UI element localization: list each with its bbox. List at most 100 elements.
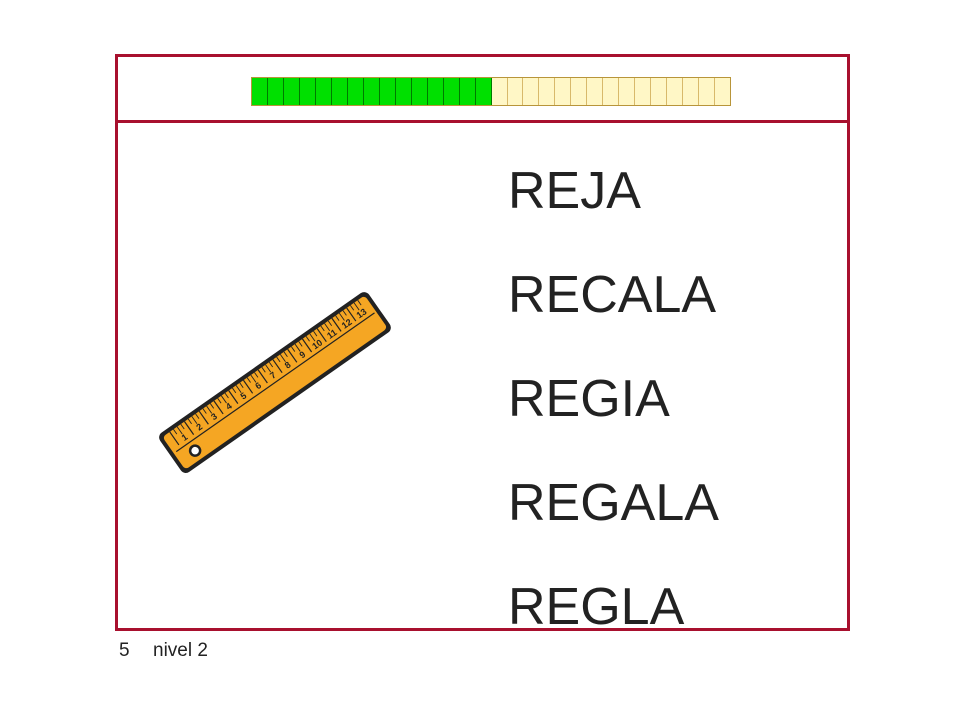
ruler-minor-tick: [206, 405, 213, 414]
progress-cell: [379, 78, 396, 105]
progress-cell: [459, 78, 476, 105]
ruler-tick: [257, 369, 268, 384]
progress-cell: [667, 78, 684, 105]
progress-cell: [555, 78, 572, 105]
ruler-minor-tick: [320, 325, 325, 332]
progress-cell: [507, 78, 524, 105]
progress-cell: [363, 78, 380, 105]
ruler-minor-tick: [335, 315, 340, 321]
progress-cell: [587, 78, 604, 105]
ruler-minor-tick: [305, 336, 310, 342]
ruler-minor-tick: [349, 305, 355, 311]
ruler-minor-tick: [338, 312, 345, 321]
progress-cell: [635, 78, 652, 105]
ruler-number: 9: [298, 349, 308, 360]
ruler-tick: [346, 307, 357, 322]
ruler-minor-tick: [279, 354, 286, 363]
ruler-number: 6: [253, 380, 263, 391]
ruler-minor-tick: [195, 413, 200, 419]
progress-cell: [347, 78, 364, 105]
progress-cell: [331, 78, 348, 105]
ruler-number: 11: [325, 327, 339, 341]
ruler-tick: [316, 328, 327, 343]
progress-cell: [699, 78, 716, 105]
page-number: 5: [119, 640, 130, 661]
ruler-minor-tick: [180, 423, 185, 430]
word-options: REJA RECALA REGIA REGALA REGLA: [508, 139, 828, 659]
ruler-number: 12: [340, 317, 354, 331]
option-5[interactable]: REGLA: [508, 578, 685, 636]
progress-cell: [475, 78, 492, 105]
ruler-minor-tick: [250, 374, 257, 383]
ruler-number: 8: [283, 360, 293, 371]
progress-cell: [443, 78, 460, 105]
progress-cell: [283, 78, 300, 105]
header-divider: [118, 120, 847, 123]
ruler-tick: [272, 359, 283, 374]
ruler-minor-tick: [261, 367, 266, 373]
progress-cell: [427, 78, 444, 105]
progress-bar: [251, 77, 731, 106]
progress-cell: [715, 78, 731, 105]
ruler-minor-tick: [298, 341, 303, 347]
ruler-tick: [287, 348, 298, 363]
ruler-minor-tick: [220, 395, 227, 404]
ruler-minor-tick: [224, 392, 229, 399]
ruler-minor-tick: [173, 428, 178, 435]
ruler-tick: [301, 338, 313, 353]
progress-cell: [683, 78, 700, 105]
ruler-tick: [242, 379, 254, 394]
ruler-number: 7: [268, 370, 278, 381]
option-1[interactable]: REJA: [508, 162, 641, 220]
progress-cell: [299, 78, 316, 105]
option-2[interactable]: RECALA: [508, 266, 717, 324]
ruler-tick: [198, 410, 209, 425]
ruler-minor-tick: [353, 302, 360, 311]
ruler-tick: [213, 400, 224, 415]
ruler-minor-tick: [327, 320, 333, 327]
ruler-minor-tick: [294, 343, 301, 352]
ruler-minor-tick: [235, 385, 242, 393]
progress-cell: [491, 78, 508, 105]
ruler-number: 13: [355, 306, 369, 320]
progress-cell: [619, 78, 636, 105]
ruler-minor-tick: [239, 382, 244, 388]
ruler-number: 3: [209, 411, 219, 422]
option-3[interactable]: REGIA: [508, 370, 670, 428]
progress-cell: [395, 78, 412, 105]
level-label: nivel 2: [153, 640, 208, 661]
progress-cell: [411, 78, 428, 105]
ruler-minor-tick: [313, 330, 318, 337]
ruler-minor-tick: [283, 351, 288, 357]
progress-cell: [523, 78, 540, 105]
ruler-minor-tick: [202, 408, 207, 414]
progress-cell: [267, 78, 284, 105]
progress-cell: [603, 78, 620, 105]
ruler-number: 5: [239, 390, 249, 401]
ruler-number: 10: [310, 337, 324, 351]
ruler-minor-tick: [217, 398, 222, 404]
ruler-number: 4: [224, 401, 234, 412]
ruler-tick: [331, 317, 342, 332]
ruler-minor-tick: [246, 377, 251, 383]
ruler-minor-tick: [268, 361, 274, 368]
ruler-minor-tick: [209, 403, 215, 409]
ruler-tick: [183, 421, 195, 435]
ruler-minor-tick: [357, 299, 362, 306]
ruler-tick: [228, 390, 239, 404]
progress-cell: [539, 78, 556, 105]
ruler-number: 1: [180, 432, 190, 443]
ruler-minor-tick: [309, 333, 316, 342]
ruler-minor-tick: [191, 416, 198, 424]
ruler-minor-tick: [176, 426, 183, 435]
ruler-minor-tick: [290, 346, 296, 352]
progress-cell: [571, 78, 588, 105]
option-4[interactable]: REGALA: [508, 474, 719, 532]
ruler-minor-tick: [187, 418, 192, 425]
progress-cell: [651, 78, 668, 105]
ruler-number: 2: [194, 421, 204, 432]
ruler-tick: [169, 431, 180, 446]
